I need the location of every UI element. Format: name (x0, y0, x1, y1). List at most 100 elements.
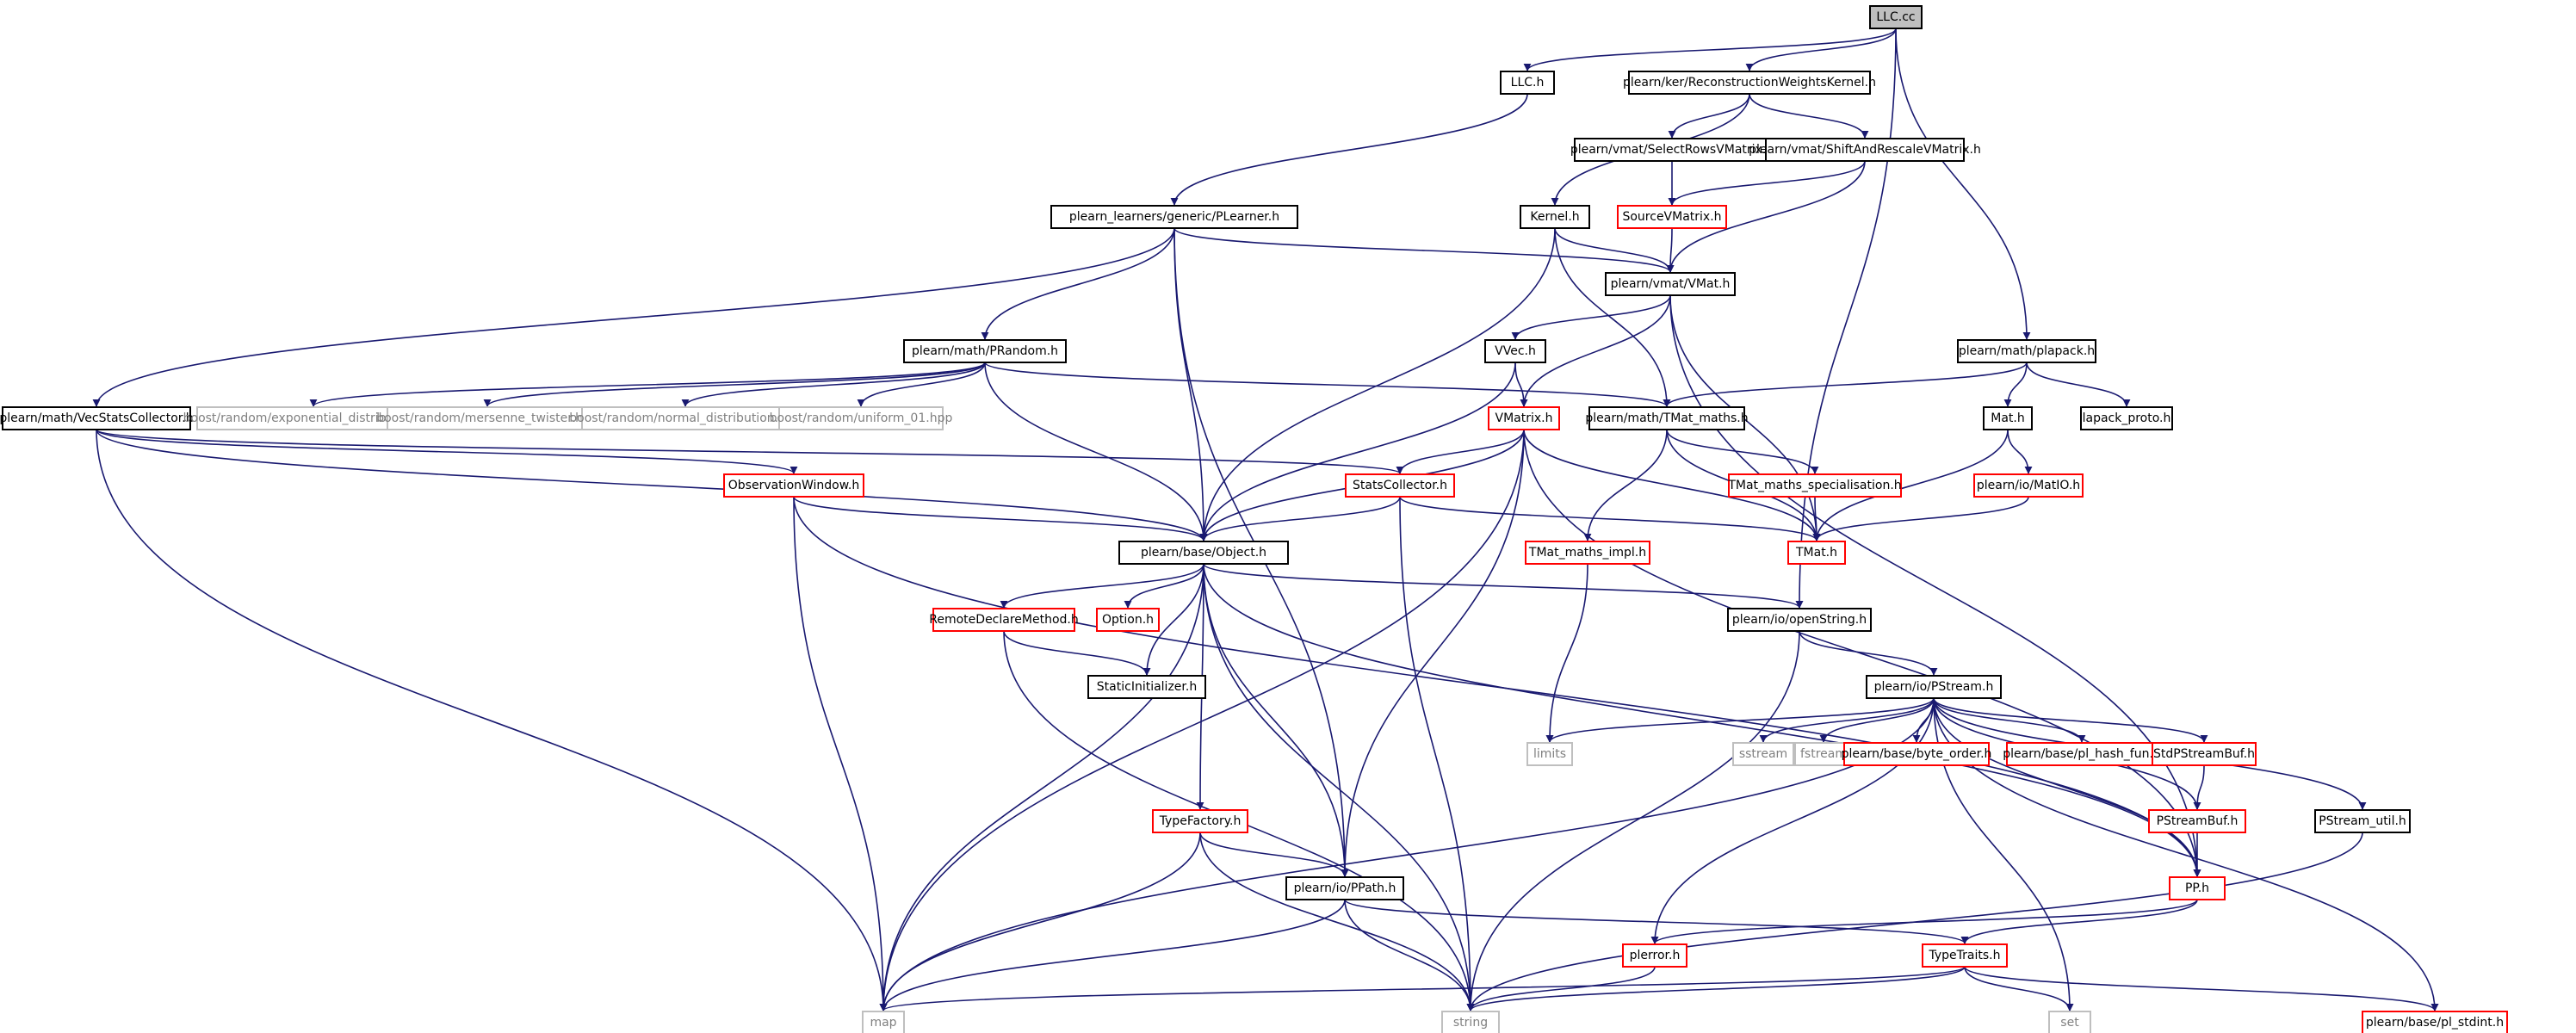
edge-vmatrix-to-statscol (1396, 429, 1525, 474)
edge-llc_cc-to-openstring (1795, 28, 1897, 609)
node-label: plerror.h (1630, 949, 1681, 962)
node-label: plearn/vmat/VMat.h (1611, 277, 1731, 291)
edge-tmat_impl-to-limits (1545, 563, 1588, 743)
node-plerror[interactable]: plerror.h (1622, 943, 1687, 968)
node-sourcevm[interactable]: SourceVMatrix.h (1617, 205, 1727, 229)
edge-object-to-ppath (1203, 563, 1349, 877)
edge-pstream-to-limits (1545, 697, 1935, 743)
node-byteorder[interactable]: plearn/base/byte_order.h (1842, 742, 1992, 766)
node-vmatrix[interactable]: VMatrix.h (1488, 406, 1560, 430)
edge-object-to-pp (1203, 563, 2201, 877)
node-label: VMatrix.h (1495, 411, 1553, 425)
node-llc-h[interactable]: LLC.h (1500, 71, 1555, 95)
node-box (1500, 71, 1555, 95)
node-stdint[interactable]: plearn/base/pl_stdint.h (2362, 1011, 2508, 1033)
edge-object-to-remotedecl (1000, 563, 1204, 609)
node-box (1488, 406, 1560, 430)
edge-vecstats-to-statscol (96, 429, 1404, 474)
edge-vmat-to-pp (1669, 294, 2201, 877)
node-set: set (2048, 1011, 2091, 1033)
node-selrows[interactable]: plearn/vmat/SelectRowsVMatrix.h (1570, 138, 1774, 162)
edge-vmat-to-vmatrix (1520, 294, 1671, 407)
node-fstream: fstream (1794, 742, 1853, 766)
node-obswin[interactable]: ObservationWindow.h (723, 473, 864, 498)
edge-statscol-to-tmat (1399, 496, 1821, 541)
node-prandom[interactable]: plearn/math/PRandom.h (903, 339, 1067, 363)
node-remotedecl[interactable]: RemoteDeclareMethod.h (929, 608, 1079, 632)
edge-shiftres-to-sourcevm (1668, 160, 1866, 206)
node-box (1957, 339, 2096, 363)
node-pp[interactable]: PP.h (2169, 876, 2226, 900)
node-box (1727, 608, 1872, 632)
node-pstream[interactable]: plearn/io/PStream.h (1866, 675, 2002, 699)
node-box (2169, 876, 2226, 900)
edge-vmatrix-to-ppath (1341, 429, 1525, 877)
edge-prandom-to-object (984, 362, 1208, 541)
node-label: boost/random/mersenne_twister.hpp (376, 411, 598, 425)
node-plapack[interactable]: plearn/math/plapack.h (1957, 339, 2096, 363)
node-label: plearn/math/TMat_maths.h (1585, 411, 1748, 425)
edge-mat_h-to-matio (2007, 429, 2033, 474)
edge-plearner-to-object (1173, 227, 1208, 541)
node-label: plearn/io/MatIO.h (1977, 479, 2080, 492)
node-tmat-impl[interactable]: TMat_maths_impl.h (1525, 541, 1650, 565)
node-box (1728, 473, 1902, 498)
node-tmat[interactable]: TMat.h (1787, 541, 1846, 565)
node-vmat[interactable]: plearn/vmat/VMat.h (1605, 272, 1736, 296)
node-typetraits[interactable]: TypeTraits.h (1922, 943, 2008, 968)
node-box (1983, 406, 2033, 430)
node-recon[interactable]: plearn/ker/ReconstructionWeightsKernel.h (1623, 71, 1876, 95)
node-vvec[interactable]: VVec.h (1484, 339, 1546, 363)
node-label: PStream_util.h (2319, 814, 2406, 828)
node-limits: limits (1526, 742, 1573, 766)
node-box (1922, 943, 2008, 968)
edge-vmatrix-to-map (879, 429, 1525, 1011)
edge-tmat_maths-to-tmat_spec (1666, 429, 1819, 474)
edge-plapack-to-tmat_maths (1663, 362, 2028, 407)
node-tmat-spec[interactable]: TMat_maths_specialisation.h (1727, 473, 1902, 498)
node-box (1973, 473, 2084, 498)
node-statscol[interactable]: StatsCollector.h (1345, 473, 1455, 498)
node-label: TypeTraits.h (1929, 949, 2001, 962)
edge-stdpsbuf-to-psbuf (2193, 764, 2205, 810)
node-psbuf[interactable]: PStreamBuf.h (2148, 809, 2246, 833)
node-box (1588, 406, 1745, 430)
node-label: TMat_maths_specialisation.h (1727, 479, 1901, 492)
node-vecstats[interactable]: plearn/math/VecStatsCollector.h (0, 406, 194, 430)
edge-openstring-to-pstream (1799, 630, 1938, 676)
edge-prandom-to-boost_mt (483, 362, 986, 407)
node-label: plearn/base/byte_order.h (1842, 747, 1992, 761)
edge-vecstats-to-object (96, 429, 1208, 541)
node-box (1628, 71, 1871, 95)
edge-object-to-openstring (1203, 563, 1804, 609)
node-box (1087, 675, 1206, 699)
node-staticinit[interactable]: StaticInitializer.h (1087, 675, 1206, 699)
edge-object-to-map (879, 563, 1204, 1011)
node-shiftres[interactable]: plearn/vmat/ShiftAndRescaleVMatrix.h (1749, 138, 1981, 162)
node-ppath[interactable]: plearn/io/PPath.h (1285, 876, 1404, 900)
node-option[interactable]: Option.h (1096, 608, 1160, 632)
node-object[interactable]: plearn/base/Object.h (1118, 541, 1289, 565)
node-label: StaticInitializer.h (1097, 680, 1197, 694)
node-plearner[interactable]: plearn_learners/generic/PLearner.h (1050, 205, 1298, 229)
node-typefactory[interactable]: TypeFactory.h (1152, 809, 1248, 833)
edge-prandom-to-boost_norm (681, 362, 986, 407)
edge-typefactory-to-string (1199, 832, 1475, 1011)
node-mat-h[interactable]: Mat.h (1983, 406, 2033, 430)
node-psutil[interactable]: PStream_util.h (2314, 809, 2411, 833)
node-kernel[interactable]: Kernel.h (1520, 205, 1590, 229)
edge-pp-to-plerror (1650, 899, 2198, 944)
node-stdpsbuf[interactable]: StdPStreamBuf.h (2152, 742, 2257, 766)
node-label: TMat_maths_impl.h (1528, 546, 1646, 560)
node-llc-cc[interactable]: LLC.cc (1869, 5, 1923, 29)
node-tmat-maths[interactable]: plearn/math/TMat_maths.h (1585, 406, 1749, 430)
node-box (862, 1011, 905, 1033)
edge-llc_cc-to-recon (1745, 28, 1897, 71)
node-label: Mat.h (1991, 411, 2024, 425)
node-openstring[interactable]: plearn/io/openString.h (1727, 608, 1872, 632)
edge-typetraits-to-string (1466, 966, 1966, 1011)
node-lapack[interactable]: lapack_proto.h (2080, 406, 2173, 430)
node-matio[interactable]: plearn/io/MatIO.h (1973, 473, 2084, 498)
node-hashfun[interactable]: plearn/base/pl_hash_fun.h (2003, 742, 2161, 766)
